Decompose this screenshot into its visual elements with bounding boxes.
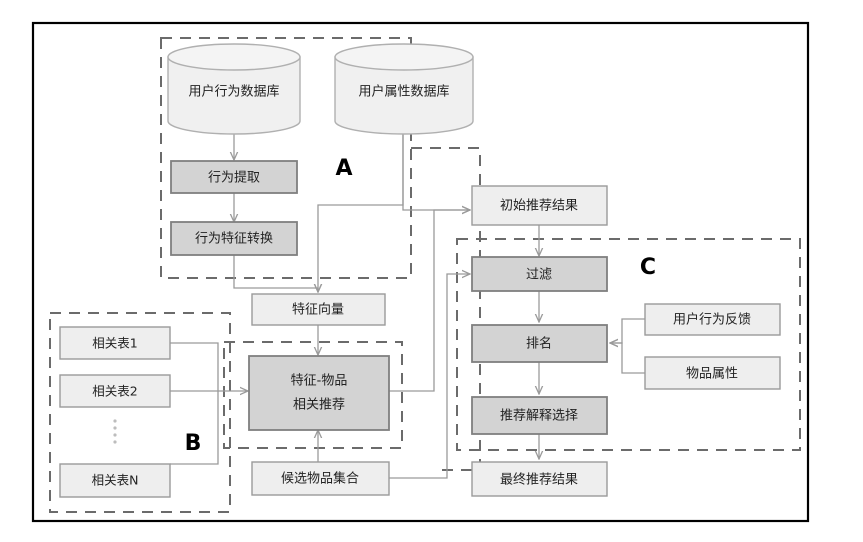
node-explanation-select[interactable]: 推荐解释选择 — [471, 396, 608, 435]
outer-frame — [31, 21, 810, 523]
connector-attrdb-to-initial — [402, 133, 470, 210]
group-box-attribute-path — [411, 147, 481, 471]
connector-candidate-to-filter — [389, 274, 470, 479]
connector-recommend-to-initial — [389, 210, 470, 392]
group-letter-b: B — [185, 431, 202, 456]
connector-transform-to-featurevector — [233, 254, 318, 292]
node-filter[interactable]: 过滤 — [471, 256, 608, 292]
related-tables-ellipsis — [113, 419, 117, 444]
connector-feedback-to-ranking — [610, 318, 645, 343]
node-final-result[interactable]: 最终推荐结果 — [471, 461, 608, 497]
node-candidate-item-set[interactable]: 候选物品集合 — [251, 461, 390, 496]
connector-attribute-to-ranking — [610, 343, 645, 374]
node-related-table-1[interactable]: 相关表1 — [59, 326, 171, 360]
node-related-table-n[interactable]: 相关表N — [59, 463, 171, 498]
node-initial-result[interactable]: 初始推荐结果 — [471, 185, 608, 226]
node-related-table-2[interactable]: 相关表2 — [59, 374, 171, 408]
db-user-attribute[interactable]: 用户属性数据库 — [334, 43, 474, 135]
node-behavior-extract[interactable]: 行为提取 — [170, 160, 298, 194]
group-letter-a: A — [335, 156, 352, 181]
node-ranking[interactable]: 排名 — [471, 324, 608, 363]
group-letter-c: C — [640, 255, 656, 280]
node-user-behavior-feedback[interactable]: 用户行为反馈 — [644, 303, 781, 336]
node-behavior-feature-transform[interactable]: 行为特征转换 — [170, 221, 298, 256]
connector-attrdb-to-featurevector — [318, 133, 404, 292]
group-box-a — [160, 37, 412, 279]
connector-tables-bus — [170, 342, 219, 465]
group-box-c — [456, 238, 801, 451]
node-feature-vector[interactable]: 特征向量 — [251, 293, 386, 326]
node-feature-item-recommend[interactable]: 特征-物品 相关推荐 — [248, 355, 390, 431]
group-box-center — [223, 341, 403, 449]
db-user-behavior[interactable]: 用户行为数据库 — [167, 43, 301, 135]
node-item-attribute[interactable]: 物品属性 — [644, 356, 781, 390]
